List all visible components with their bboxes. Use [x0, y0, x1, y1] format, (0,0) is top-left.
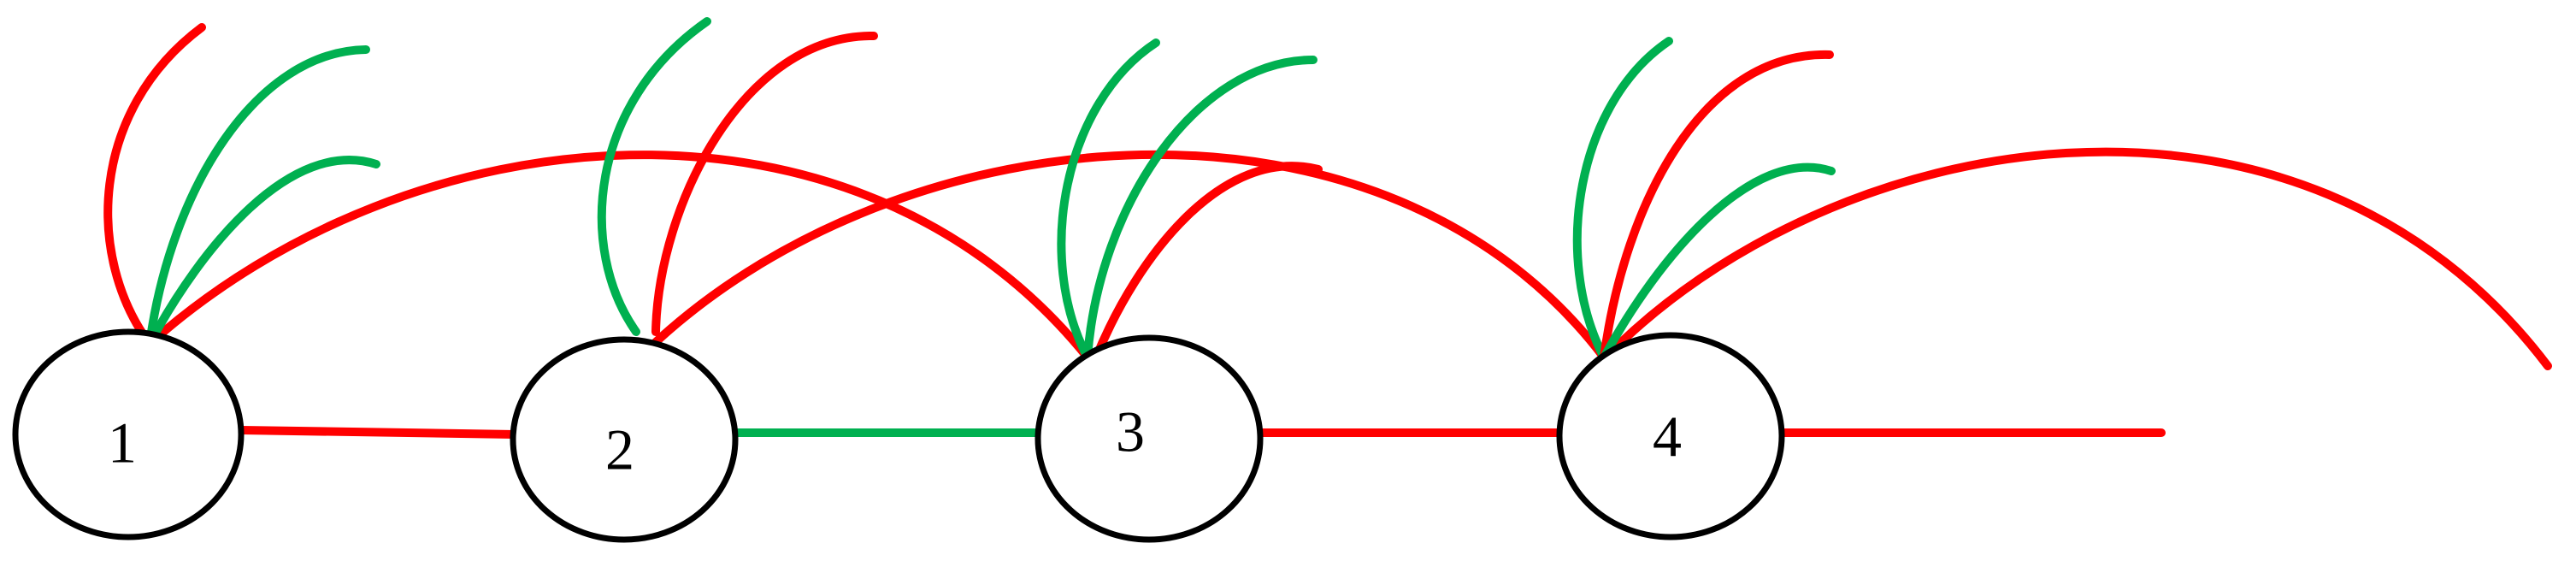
strand-node-3-c: [1092, 162, 1323, 362]
node-4: 4: [1556, 332, 1785, 540]
node-3-label: 3: [1116, 399, 1145, 464]
node-3: 3: [1035, 334, 1264, 543]
node-2: 2: [510, 336, 739, 543]
node-4-label: 4: [1653, 405, 1682, 469]
node-4-circle: [1556, 332, 1785, 540]
node-1: 1: [12, 328, 245, 540]
strand-node-4-a: [1572, 37, 1673, 362]
edges-layer: [145, 147, 2552, 439]
node-1-label: 1: [108, 410, 137, 475]
strand-node-1-c: [145, 156, 380, 348]
arc-node-4-open: [1601, 147, 2552, 370]
node-2-circle: [510, 336, 739, 543]
node-3-circle: [1035, 334, 1264, 543]
strand-node-2-b: [651, 31, 878, 336]
node-1-circle: [12, 328, 245, 540]
strands-layer: [103, 17, 1836, 362]
arc-node-1-to-node-3: [145, 151, 1092, 362]
strand-node-4-b: [1600, 50, 1834, 362]
strand-node-1-a: [103, 23, 206, 348]
arc-node-2-to-node-4: [651, 151, 1608, 362]
node-2-label: 2: [605, 417, 634, 482]
strand-node-3-a: [1057, 38, 1160, 362]
strand-node-1-b: [145, 45, 370, 348]
strand-node-4-c: [1600, 162, 1836, 362]
nodes-layer: 1 2 3 4: [12, 328, 1785, 543]
strand-node-3-b: [1083, 56, 1317, 362]
strand-node-2-a: [597, 17, 711, 336]
edge-1-2: [237, 426, 519, 439]
